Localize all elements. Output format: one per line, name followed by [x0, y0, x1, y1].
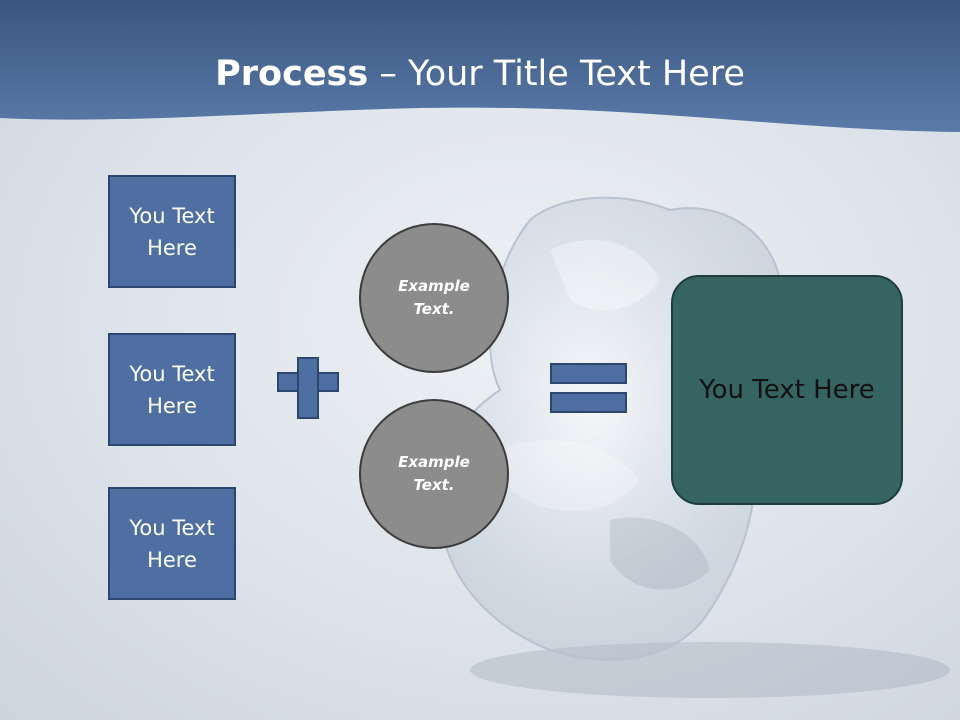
title-rest: – Your Title Text Here: [368, 54, 745, 94]
input-box-2: You Text Here: [108, 333, 236, 446]
input-box-1: You Text Here: [108, 175, 236, 288]
input-box-1-label: You Text Here: [129, 203, 215, 260]
circle-2: Example Text.: [359, 399, 509, 549]
plus-center: [299, 374, 317, 390]
result-label: You Text Here: [699, 375, 875, 405]
equals-bottom-bar: [550, 392, 627, 413]
result-box: You Text Here: [671, 275, 903, 505]
circle-1: Example Text.: [359, 223, 509, 373]
circle-1-label: Example Text.: [398, 277, 470, 318]
input-box-2-label: You Text Here: [129, 361, 215, 418]
equals-top-bar: [550, 363, 627, 384]
circle-2-label: Example Text.: [398, 453, 470, 494]
title-bold: Process: [215, 54, 369, 94]
slide-title: Process – Your Title Text Here: [0, 52, 960, 96]
input-box-3: You Text Here: [108, 487, 236, 600]
header-banner: [0, 0, 960, 132]
input-box-3-label: You Text Here: [129, 515, 215, 572]
